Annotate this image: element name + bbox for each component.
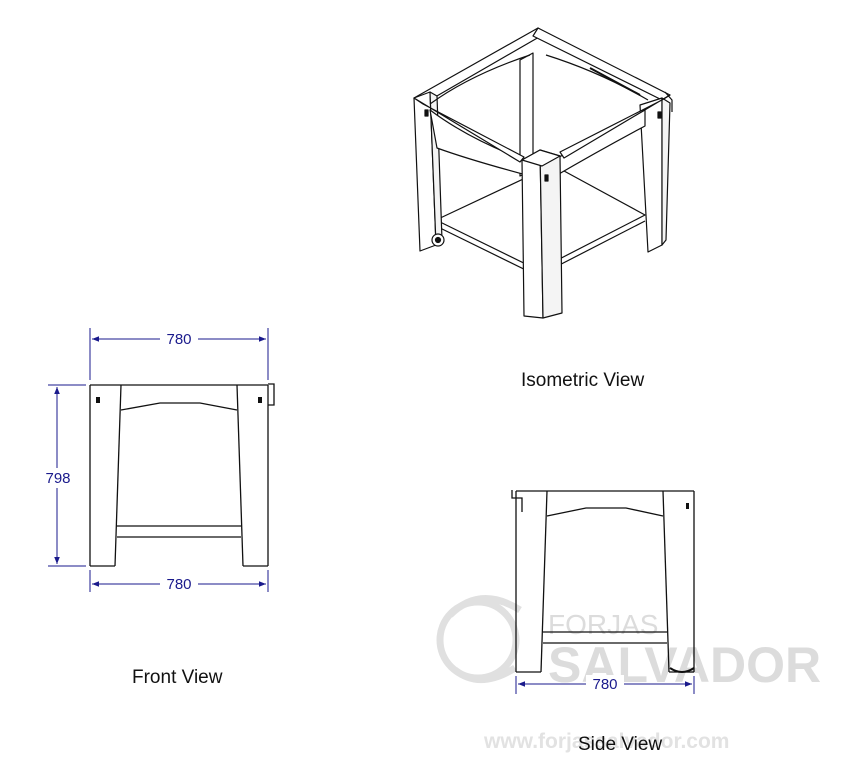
watermark: FORJAS SALVADOR www.forjassalvador.com <box>436 595 821 753</box>
brand-logo-icon <box>436 595 522 683</box>
watermark-brand-top: FORJAS <box>548 609 658 640</box>
front-dimensions <box>48 328 269 592</box>
front-height-dimension: 798 <box>45 470 70 487</box>
isometric-stand <box>413 27 673 319</box>
front-width-bottom-dimension: 780 <box>166 576 191 593</box>
side-view-label: Side View <box>578 734 663 755</box>
isometric-view-label: Isometric View <box>521 370 645 391</box>
side-width-dimension: 780 <box>592 676 617 693</box>
front-width-top-dimension: 780 <box>166 331 191 348</box>
front-view-label: Front View <box>132 667 223 688</box>
front-view-stand <box>89 383 275 567</box>
side-view-stand <box>511 490 695 673</box>
watermark-url: www.forjassalvador.com <box>483 730 729 753</box>
